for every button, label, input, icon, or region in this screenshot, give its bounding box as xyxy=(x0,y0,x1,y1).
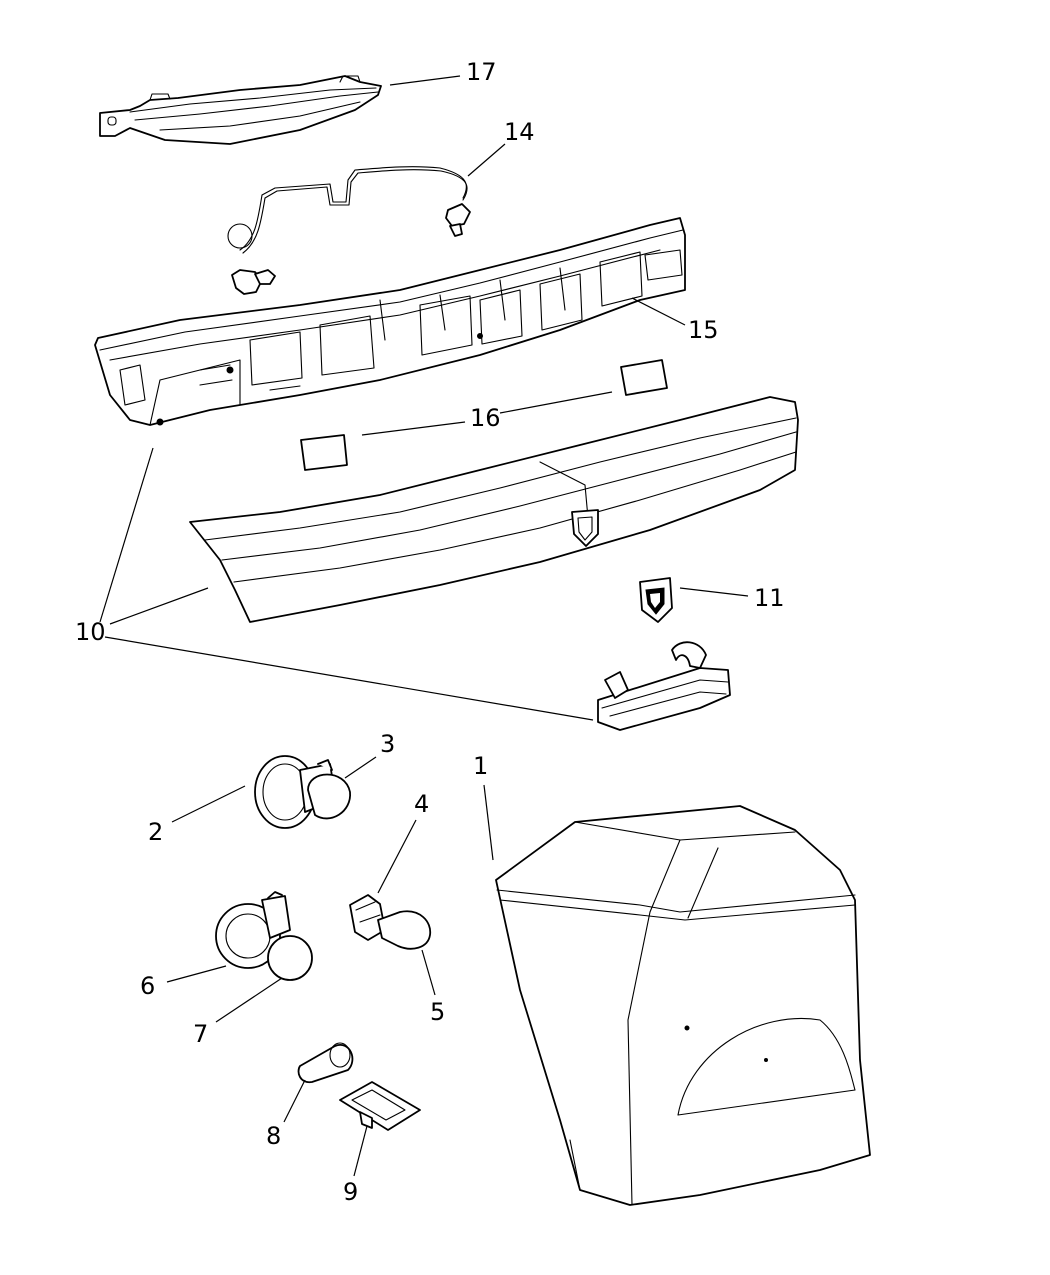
callout-labels: 17 14 15 16 11 10 3 1 4 2 6 5 7 8 9 xyxy=(75,58,785,1206)
leader-14 xyxy=(467,143,506,177)
leader-8 xyxy=(283,1079,306,1123)
callout-10: 10 xyxy=(75,618,106,646)
leader-4 xyxy=(377,819,417,894)
callout-1: 1 xyxy=(473,752,488,780)
leader-11 xyxy=(679,587,749,597)
callout-11: 11 xyxy=(754,584,785,612)
part-10-handle xyxy=(597,641,731,731)
callout-2: 2 xyxy=(148,818,163,846)
part-7-bulb xyxy=(267,935,313,981)
part-6-socket xyxy=(215,891,291,969)
leader-2 xyxy=(171,785,246,823)
part-8-bulb xyxy=(297,1042,354,1084)
callout-4: 4 xyxy=(414,790,429,818)
leader-10c xyxy=(104,636,594,721)
leader-17 xyxy=(389,75,461,86)
part-3-bulb xyxy=(307,773,351,820)
callout-14: 14 xyxy=(504,118,535,146)
leader-15 xyxy=(631,297,686,326)
leader-16a xyxy=(499,391,613,414)
leader-1 xyxy=(483,784,494,861)
callout-6: 6 xyxy=(140,972,155,1000)
callout-3: 3 xyxy=(380,730,395,758)
leader-10b xyxy=(109,587,209,625)
leader-6 xyxy=(166,965,227,983)
leader-lines xyxy=(99,75,749,1177)
part-5-bulb xyxy=(377,910,432,950)
leader-10a xyxy=(99,447,154,623)
callout-9: 9 xyxy=(343,1178,358,1206)
part-14-wire-harness xyxy=(227,166,471,295)
part-10-applique xyxy=(189,396,799,623)
callout-16: 16 xyxy=(470,404,501,432)
callout-7: 7 xyxy=(193,1020,208,1048)
part-11-emblem xyxy=(639,577,673,623)
part-15-bracket xyxy=(94,217,686,426)
part-9-license-lamp xyxy=(339,1081,421,1131)
leader-5 xyxy=(421,949,436,996)
callout-15: 15 xyxy=(688,316,719,344)
leader-3 xyxy=(344,756,377,779)
part-16-pads xyxy=(300,359,668,471)
part-4-socket xyxy=(349,894,386,941)
part-17-high-mount-lamp xyxy=(99,75,382,145)
leader-16b xyxy=(361,421,466,436)
callout-5: 5 xyxy=(430,998,445,1026)
leader-7 xyxy=(215,977,283,1023)
callout-17: 17 xyxy=(466,58,497,86)
leader-9 xyxy=(353,1125,368,1177)
callout-8: 8 xyxy=(266,1122,281,1150)
part-1-tail-lamp xyxy=(495,805,871,1206)
